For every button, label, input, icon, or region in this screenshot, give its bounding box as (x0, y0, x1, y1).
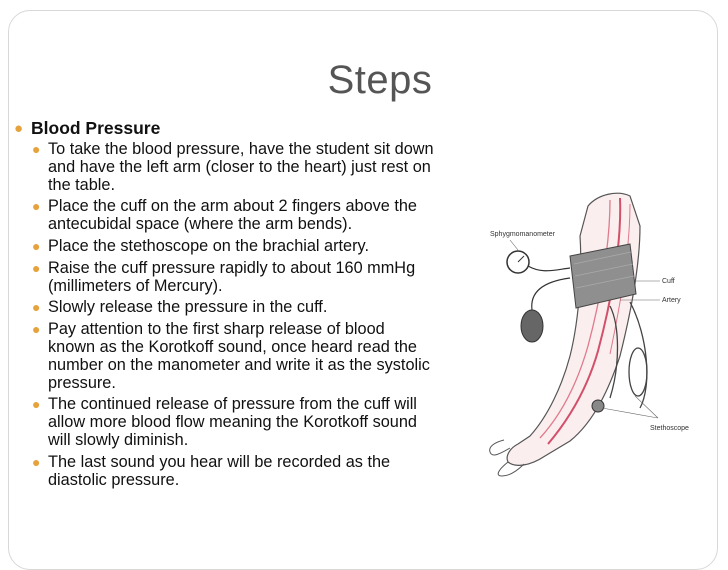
step-text: Pay attention to the first sharp release… (48, 320, 430, 392)
list-item: ● Slowly release the pressure in the cuff… (32, 299, 434, 317)
stethoscope-earpiece (628, 347, 648, 397)
hand-outline (489, 439, 525, 477)
list-item: ● The last sound you hear will be recorde… (32, 452, 434, 490)
step-text: Place the stethoscope on the brachial ar… (48, 236, 369, 255)
main-bullet: ● Blood Pressure (14, 118, 434, 139)
label-artery: Artery (662, 297, 681, 304)
step-text: The last sound you hear will be recorded… (48, 452, 391, 489)
bullet-icon: ● (32, 396, 41, 413)
list-item: ● The continued release of pressure from … (32, 395, 434, 449)
slide-content: ● Blood Pressure ● To take the blood pres… (14, 118, 434, 493)
step-text: To take the blood pressure, have the stu… (48, 140, 434, 194)
bullet-icon: ● (32, 259, 41, 276)
step-text: The continued release of pressure from t… (48, 395, 417, 449)
bullet-icon: ● (32, 321, 41, 338)
step-text: Slowly release the pressure in the cuff. (48, 298, 328, 317)
label-cuff: Cuff (662, 278, 675, 285)
stethoscope-chestpiece-icon (591, 399, 605, 413)
label-sphygmomanometer: Sphygmomanometer (490, 231, 556, 238)
bullet-icon: ● (14, 120, 24, 137)
bullet-icon: ● (32, 198, 41, 215)
bullet-icon: ● (32, 453, 41, 470)
main-bullet-label: Blood Pressure (31, 118, 161, 138)
step-text: Place the cuff on the arm about 2 finger… (48, 197, 417, 234)
steps-list: ● To take the blood pressure, have the st… (14, 140, 434, 490)
artery-line (547, 197, 622, 445)
bullet-icon: ● (32, 299, 41, 316)
list-item: ● Place the stethoscope on the brachial a… (32, 236, 434, 256)
bullet-icon: ● (32, 141, 41, 157)
list-item: ● Place the cuff on the arm about 2 finge… (32, 198, 434, 234)
bulb-icon (520, 309, 544, 343)
list-item: ● Raise the cuff pressure rapidly to abou… (32, 258, 434, 296)
step-text: Raise the cuff pressure rapidly to about… (48, 258, 416, 295)
label-stethoscope: Stethoscope (650, 425, 689, 432)
slide-title: Steps (327, 58, 433, 102)
artery-line (539, 199, 611, 439)
list-item: ● To take the blood pressure, have the st… (32, 140, 434, 194)
cuff (569, 243, 637, 309)
list-item: ● Pay attention to the first sharp releas… (32, 320, 434, 392)
bullet-icon: ● (32, 237, 41, 254)
blood-pressure-illustration: Sphygmomanometer Cuff Artery Stethoscope (489, 192, 689, 477)
